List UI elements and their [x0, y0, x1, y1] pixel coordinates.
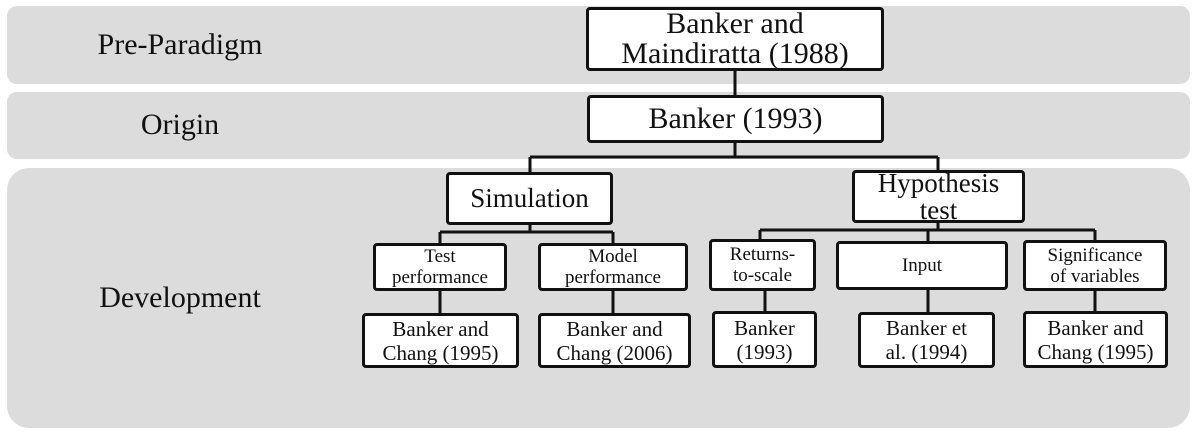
node-significance-of-variables: Significance of variables: [1023, 240, 1167, 291]
node-banker-chang-2006: Banker and Chang (2006): [538, 313, 691, 368]
node-model-performance: Model performance: [538, 243, 688, 291]
node-test-performance: Test performance: [373, 243, 507, 291]
node-input: Input: [836, 241, 1008, 290]
stage-label-pre-paradigm: Pre-Paradigm: [97, 28, 263, 61]
node-simulation: Simulation: [446, 172, 613, 225]
node-banker-maindiratta-1988: Banker and Maindiratta (1988): [586, 7, 884, 71]
node-banker-1993-origin: Banker (1993): [587, 95, 884, 143]
node-banker-chang-1995-simulation: Banker and Chang (1995): [362, 313, 519, 368]
stage-label-development: Development: [99, 281, 261, 314]
node-banker-chang-1995-significance: Banker and Chang (1995): [1023, 311, 1168, 368]
node-hypothesis-test: Hypothesis test: [852, 169, 1025, 223]
stage-label-origin: Origin: [140, 108, 220, 141]
node-banker-1993-returns: Banker (1993): [712, 311, 817, 368]
node-returns-to-scale: Returns- to-scale: [709, 239, 816, 291]
node-banker-et-al-1994: Banker et al. (1994): [858, 312, 995, 368]
